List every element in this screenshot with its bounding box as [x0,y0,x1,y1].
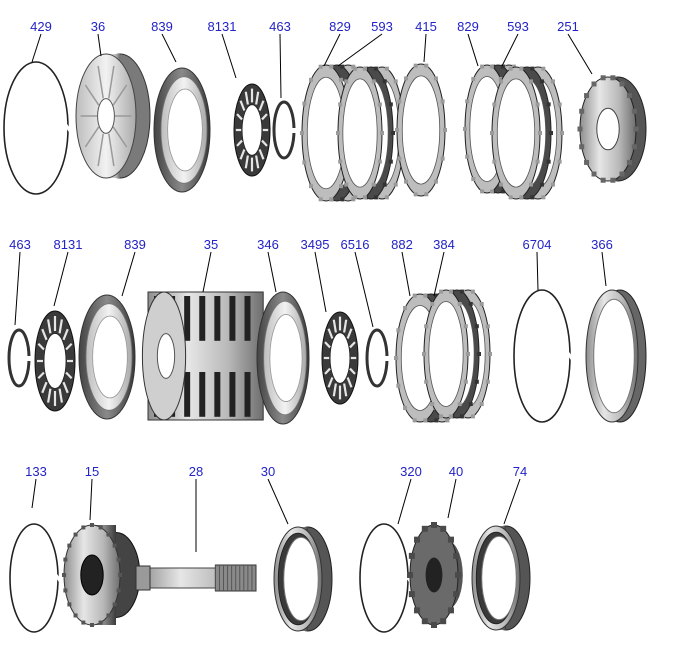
leader-line-839 [121,251,136,297]
part-384-clutch-plates [422,289,492,419]
part-839-piston [153,67,211,193]
part-6516-retaining-ring [365,328,391,388]
leader-line-8131 [53,251,69,307]
part-593-clutch-plates [490,66,564,200]
callout-28: 28 [188,464,204,479]
callout-593: 593 [371,19,393,34]
part-8131-return-spring [34,310,76,412]
part-346-piston [256,291,310,425]
leader-line-15 [89,478,93,521]
leader-line-346 [267,251,277,293]
part-463-retaining-ring [7,328,33,388]
leader-line-40 [447,478,457,519]
callout-15: 15 [84,464,100,479]
leader-line-384 [433,251,445,297]
part-593-clutch-plates [336,66,406,200]
leader-line-829 [323,33,341,67]
callout-415: 415 [415,19,437,34]
callout-839: 839 [124,237,146,252]
callout-829: 829 [329,19,351,34]
leader-line-882 [401,251,411,297]
part-251-clutch-hub [577,75,647,183]
leader-line-829 [467,33,479,67]
leader-line-6516 [354,251,374,328]
callout-133: 133 [25,464,47,479]
callout-463: 463 [269,19,291,34]
leader-line-3495 [314,251,327,313]
part-74-ring-gear [471,525,531,631]
leader-line-35 [202,251,212,293]
callout-366: 366 [591,237,613,252]
callout-3495: 3495 [300,237,330,252]
part-36-piston-housing [75,53,151,179]
callout-8131: 8131 [207,19,237,34]
callout-30: 30 [260,464,276,479]
leader-line-30 [267,478,289,525]
part-35-clutch-drum [141,291,264,421]
callout-593: 593 [507,19,529,34]
part-3495-return-spring [321,311,359,405]
callout-882: 882 [391,237,413,252]
callout-251: 251 [557,19,579,34]
leader-line-839 [161,33,177,63]
part-133-snap-ring [9,523,62,633]
leader-line-415 [423,33,427,63]
callout-74: 74 [512,464,528,479]
part-415-steel-plate [395,63,447,197]
part-320-snap-ring [359,523,412,633]
leader-line-133 [31,478,37,509]
part-6704-snap-ring [513,289,574,423]
leader-line-320 [397,478,412,525]
callout-6516: 6516 [340,237,370,252]
callout-6704: 6704 [522,237,552,252]
callout-463: 463 [9,237,31,252]
part-15-planetary-carrier [62,523,141,627]
leader-line-74 [503,478,521,525]
callout-384: 384 [433,237,455,252]
callout-429: 429 [30,19,52,34]
callout-35: 35 [203,237,219,252]
leader-line-593 [501,33,519,67]
part-8131-return-spring [233,83,271,177]
callout-320: 320 [400,464,422,479]
leader-line-6704 [536,251,539,291]
part-366-backing-plate [585,289,647,423]
callout-839: 839 [151,19,173,34]
callout-829: 829 [457,19,479,34]
part-40-sun-gear [407,522,463,628]
part-463-retaining-ring [272,100,298,160]
callout-36: 36 [90,19,106,34]
leader-line-36 [97,33,102,57]
part-30-ring-gear [273,526,333,632]
leader-line-8131 [221,33,237,79]
part-839-piston [78,294,136,420]
leader-line-251 [567,33,593,75]
part-429-snap-ring [3,61,72,195]
leader-line-429 [31,33,42,63]
callout-8131: 8131 [53,237,83,252]
leader-line-366 [601,251,607,287]
leader-line-463 [14,251,21,326]
callout-346: 346 [257,237,279,252]
part-28-output-shaft [135,564,257,592]
leader-line-593 [337,33,383,67]
leader-line-463 [279,33,282,99]
callout-40: 40 [448,464,464,479]
